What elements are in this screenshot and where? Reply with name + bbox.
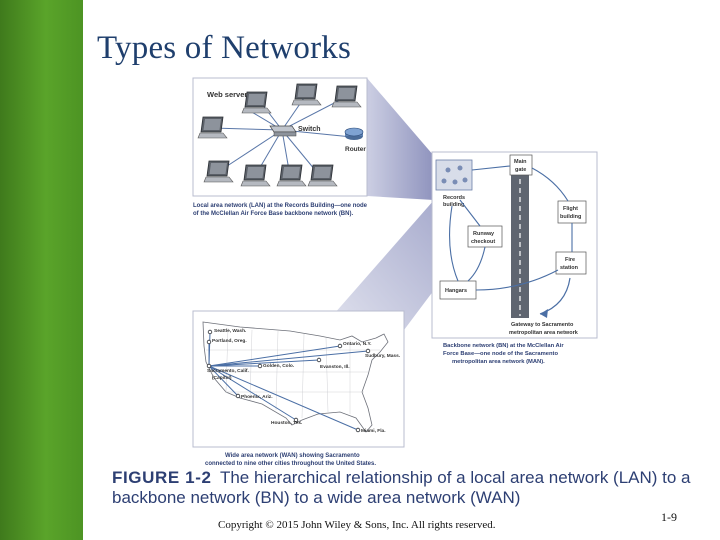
city-dot-seattle: [207, 329, 213, 335]
main-gate-label-1: Main: [514, 159, 527, 165]
figure-label: FIGURE 1-2: [112, 468, 212, 487]
gateway-label-1: Gateway to Sacramento: [511, 322, 574, 328]
records-building-thumbnail: [435, 159, 473, 191]
figure-caption-text: The hierarchical relationship of a local…: [112, 468, 691, 507]
city-label-golden: Golden, Colo.: [263, 363, 294, 369]
wan-caption-line1: Wide area network (WAN) showing Sacramen…: [225, 453, 360, 459]
lan-caption-line1: Local area network (LAN) at the Records …: [193, 203, 368, 209]
records-label-2: building: [443, 202, 464, 208]
city-label-seattle: Seattle, Wash.: [214, 328, 246, 334]
records-label-1: Records: [443, 195, 465, 201]
wan-caption-line2: connected to nine other cities throughou…: [205, 461, 376, 467]
zoom-wedge-bn-to-wan: [320, 200, 434, 330]
switch-label: Switch: [298, 126, 321, 133]
city-label-ontario: Ontario, N.Y.: [343, 341, 372, 347]
city-label-sudbury: Sudbury, Mass.: [365, 353, 400, 359]
network-hierarchy-figure: Web server Switch Router Local area netw…: [192, 77, 598, 467]
router-label: Router: [345, 146, 366, 153]
main-gate-label-2: gate: [515, 167, 526, 173]
city-label-sacramento-2: (Capitol): [212, 375, 232, 381]
web-server-label: Web server: [207, 90, 247, 99]
runway-label-2: checkout: [471, 239, 495, 245]
city-label-portland: Portland, Oreg.: [212, 338, 247, 344]
wan-links: [208, 331, 369, 431]
main-gate-box: [509, 154, 533, 176]
fire-label-1: Fire: [565, 257, 575, 263]
city-dot-evanston: [316, 357, 322, 363]
city-dot-houston: [293, 417, 299, 423]
page-number: 1-9: [661, 510, 677, 524]
city-dot-phoenix: [235, 393, 241, 399]
city-dot-sacramento: [206, 363, 212, 369]
zoom-wedge-lan-to-bn: [367, 78, 434, 200]
wan-panel: Seattle, Wash. Portland, Oreg. Sacrament…: [192, 310, 405, 467]
runway-label-1: Runway: [473, 231, 495, 237]
city-dot-ontario: [337, 343, 343, 349]
figure-caption: FIGURE 1-2 The hierarchical relationship…: [112, 468, 712, 508]
bn-ring-links: [449, 165, 573, 291]
lan-panel: Web server Switch Router Local area netw…: [192, 77, 368, 217]
bn-caption-line3: metropolitan area network (MAN).: [452, 359, 545, 365]
switch-icon: [269, 125, 297, 137]
flight-label-2: building: [560, 214, 581, 220]
lan-caption-line2: of the McClellan Air Force Base backbone…: [193, 211, 353, 217]
bn-caption-line1: Backbone network (BN) at the McClellan A…: [443, 343, 564, 349]
city-label-phoenix: Phoenix, Ariz.: [241, 394, 273, 400]
fire-station-box: [555, 251, 587, 275]
city-label-evanston: Evanston, Ill.: [320, 364, 350, 370]
flight-label-1: Flight: [563, 206, 578, 212]
city-dot-golden: [257, 363, 263, 369]
fire-label-2: station: [560, 265, 579, 271]
router-icon: [344, 127, 364, 140]
city-dot-portland: [206, 339, 212, 345]
hangars-label: Hangars: [445, 288, 467, 294]
city-label-houston: Houston, Tex.: [271, 420, 302, 426]
gateway-label-2: metropolitan area network: [509, 330, 579, 336]
city-dot-miami: [355, 427, 361, 433]
city-dot-sudbury: [365, 348, 371, 354]
city-label-miami: Miami, Fla.: [361, 428, 386, 434]
green-side-bar: [0, 0, 83, 540]
bn-caption-line2: Force Base—one node of the Sacramento: [443, 351, 558, 357]
city-label-sacramento-1: Sacramento, Calif.: [207, 368, 249, 374]
slide-title: Types of Networks: [97, 30, 352, 66]
bn-panel: Records building Main gate Flight buildi…: [431, 151, 598, 365]
copyright-notice: Copyright © 2015 John Wiley & Sons, Inc.…: [218, 519, 496, 531]
